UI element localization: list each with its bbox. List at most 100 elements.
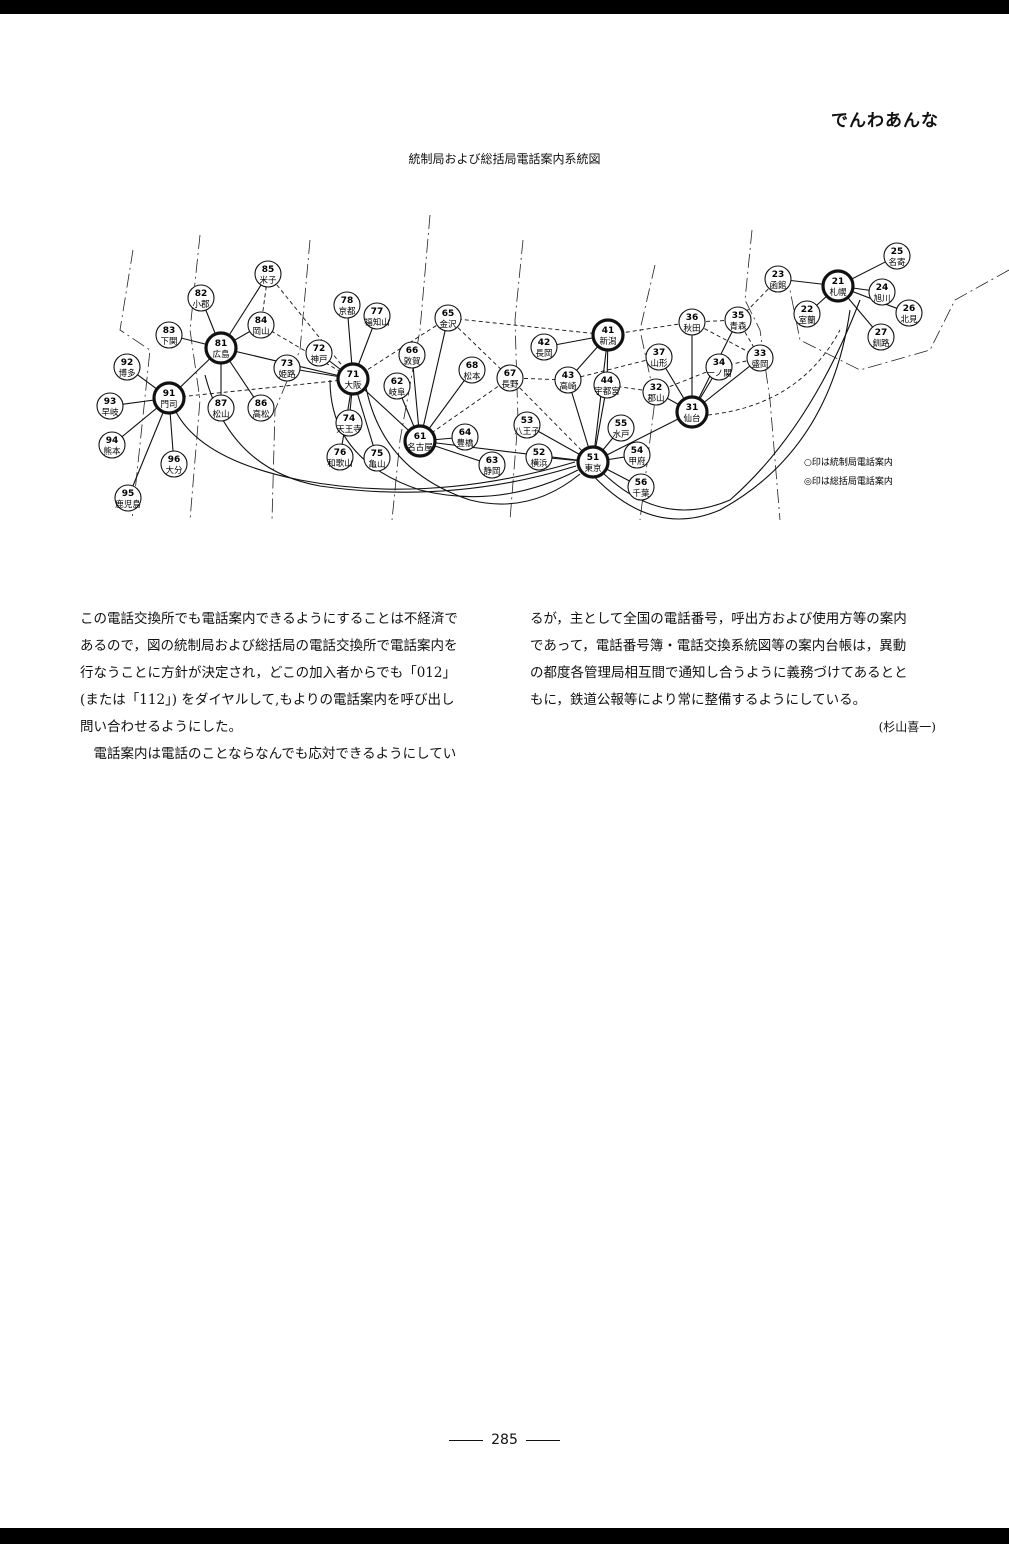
node-name: 函館 bbox=[769, 280, 786, 291]
node-circle bbox=[458, 356, 486, 384]
node-name: 博多 bbox=[118, 368, 136, 379]
node-number: 75 bbox=[371, 449, 384, 459]
edge-31-51 bbox=[592, 411, 693, 463]
section-header: でんわあんな bbox=[831, 111, 939, 131]
body-left-column: この電話交換所でも電話案内できるようにすることは不経済で あるので，図の統制局お… bbox=[80, 606, 496, 768]
edge-65-67 bbox=[447, 317, 511, 379]
node-name: 釧路 bbox=[872, 338, 890, 349]
node-number: 32 bbox=[650, 383, 663, 393]
node-name: 敦賀 bbox=[403, 356, 421, 367]
body-line: あるので，図の統制局および総括局の電話交換所で電話案内を bbox=[80, 638, 458, 654]
node-number: 52 bbox=[533, 448, 546, 458]
node-circle bbox=[305, 339, 333, 367]
node-circle bbox=[724, 306, 752, 334]
node-number: 42 bbox=[538, 338, 551, 348]
node-name: 名古屋 bbox=[407, 442, 433, 453]
node-number: 87 bbox=[215, 399, 228, 409]
page-number-dash bbox=[525, 1439, 560, 1441]
node-circle bbox=[207, 394, 235, 422]
node-circle bbox=[705, 353, 733, 381]
node-name: 和歌山 bbox=[327, 458, 353, 469]
node-circle bbox=[627, 473, 655, 501]
node-circle bbox=[593, 371, 621, 399]
node-name: 旭川 bbox=[873, 293, 890, 304]
trunk-lines bbox=[174, 299, 861, 520]
edge-41-51 bbox=[592, 334, 609, 463]
node-name: 郡山 bbox=[647, 393, 664, 404]
edge-71-91 bbox=[168, 378, 354, 399]
node-number: 54 bbox=[631, 446, 644, 456]
node-name: 岐阜 bbox=[388, 387, 406, 398]
node-circle bbox=[160, 450, 188, 478]
edge-67-51 bbox=[509, 377, 594, 463]
node-circle bbox=[478, 451, 506, 479]
node-name: 豊橋 bbox=[456, 438, 474, 449]
node-name: 京都 bbox=[338, 306, 356, 317]
node-circle bbox=[254, 260, 282, 288]
node-circle bbox=[554, 366, 582, 394]
node-name: 名寄 bbox=[888, 257, 906, 268]
node-name: 大分 bbox=[165, 465, 183, 476]
node-circle bbox=[764, 265, 792, 293]
node-circle bbox=[335, 409, 363, 437]
node-circle bbox=[363, 444, 391, 472]
node-name: 早岐 bbox=[101, 407, 119, 418]
node-name: 熊本 bbox=[103, 446, 121, 457]
node-circle bbox=[623, 441, 651, 469]
edge-71-84 bbox=[260, 324, 354, 380]
body-line: この電話交換所でも電話案内できるようにすることは不経済で bbox=[80, 611, 458, 627]
node-circle bbox=[525, 443, 553, 471]
node-circle bbox=[678, 308, 706, 336]
node-name: 秋田 bbox=[683, 323, 700, 334]
node-name: 門司 bbox=[160, 400, 177, 410]
node-name: 鹿児島 bbox=[115, 499, 141, 510]
node-number: 26 bbox=[903, 304, 916, 314]
node-name: 宇都宮 bbox=[594, 386, 620, 397]
node-number: 95 bbox=[122, 489, 135, 499]
node-number: 94 bbox=[106, 436, 119, 446]
node-name: 長岡 bbox=[535, 349, 552, 359]
node-name: 青森 bbox=[729, 321, 747, 332]
node-circle bbox=[530, 333, 558, 361]
node-name: 仙台 bbox=[683, 413, 700, 424]
node-name: 福知山 bbox=[364, 317, 390, 328]
node-circle bbox=[113, 353, 141, 381]
node-name: 東京 bbox=[584, 463, 601, 474]
node-number: 73 bbox=[281, 359, 294, 369]
node-name: 高崎 bbox=[559, 381, 577, 392]
author: (杉山喜一) bbox=[878, 720, 936, 734]
body-line: 問い合わせるようにした。 bbox=[80, 719, 242, 735]
node-circle bbox=[155, 321, 183, 349]
body-line: 行なうことに方針が決定され，どこの加入者からでも「012」 bbox=[80, 665, 456, 681]
node-number: 86 bbox=[255, 399, 268, 409]
node-number: 53 bbox=[521, 416, 534, 426]
node-number: 37 bbox=[653, 348, 666, 358]
node-name: 姫路 bbox=[278, 369, 296, 380]
node-circle bbox=[114, 484, 142, 512]
node-name: 室蘭 bbox=[798, 315, 815, 326]
edge-61-65 bbox=[419, 317, 449, 442]
bottom-border-bar bbox=[0, 1528, 1009, 1544]
node-number: 78 bbox=[341, 296, 354, 306]
node-circle bbox=[513, 411, 541, 439]
node-circle bbox=[675, 395, 709, 429]
edge-91-95 bbox=[127, 397, 170, 499]
node-name: 小郡 bbox=[192, 299, 210, 310]
node-number: 84 bbox=[255, 316, 268, 326]
legend-control-office: ○印は統制局電話案内 bbox=[804, 456, 893, 468]
